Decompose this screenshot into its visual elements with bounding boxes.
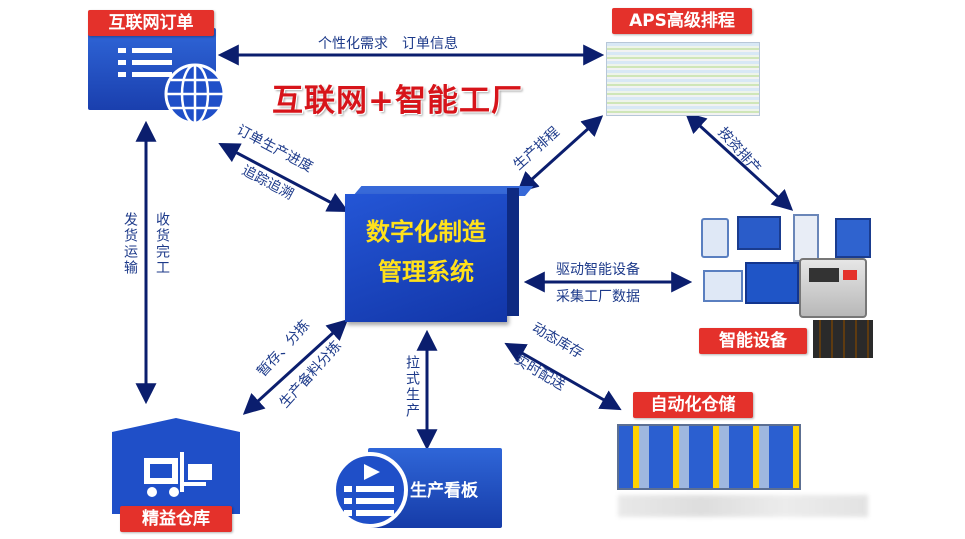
edge-label-collect-data: 采集工厂数据 [556,289,640,305]
center-title-line2: 管理系统 [378,258,474,286]
edge-label-receiving: 收货完工 [154,212,170,276]
monitor-icon [703,270,743,302]
edge-label-order-aps: 个性化需求 订单信息 [318,36,458,52]
edge-label-pull-production: 拉式生产 [404,355,420,419]
headline: 互联网+智能工厂 [272,83,523,119]
cabinet-icon [835,218,871,258]
aps-label: APS高级排程 [612,8,752,34]
aps-node: APS高级排程 [606,8,760,116]
edge-label-drive-equipment: 驱动智能设备 [556,262,640,278]
auto-storage-node: 自动化仓储 [615,390,801,490]
data-screen-icon [813,320,873,358]
smart-equipment-node: 智能设备 [695,210,875,358]
production-board-node: 生产看板 [330,448,502,530]
blurred-watermark [618,495,868,517]
dashboard-icon [332,452,408,528]
arrow-center-warehouse [242,319,349,415]
lean-warehouse-label: 精益仓库 [120,506,232,532]
internet-order-node: 互联网订单 [88,10,226,130]
control-terminal-icon [799,258,867,318]
center-title-line1: 数字化制造 [366,218,486,246]
center-system-box: 数字化制造 管理系统 [345,186,534,322]
lean-warehouse-node: 精益仓库 [112,418,242,533]
smart-equipment-label: 智能设备 [699,328,807,354]
warehouse-rack-icon [617,424,801,490]
arrow-center-storage [504,342,622,411]
internet-order-label: 互联网订单 [88,10,214,36]
edge-label-shipping: 发货运输 [122,212,138,276]
arrow-aps-equipment [684,112,794,211]
tablet-icon [701,218,729,258]
printer-icon [737,216,781,250]
warehouse-forklift-icon [112,418,240,514]
gantt-chart-thumbnail [606,42,760,116]
arrow-order-center [218,143,349,212]
globe-icon [164,63,226,125]
arrow-aps-center [516,115,604,193]
server-icon [793,214,819,262]
production-board-label: 生产看板 [410,481,478,501]
auto-storage-label: 自动化仓储 [633,392,753,418]
machine-icon [745,262,799,304]
